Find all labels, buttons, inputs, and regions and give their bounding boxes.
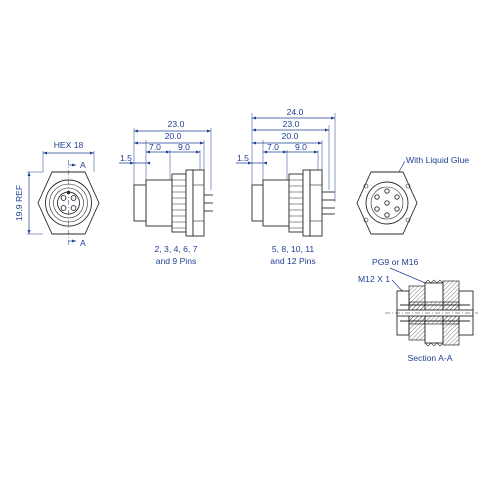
side2-dim-second: 23.0: [283, 119, 300, 129]
hex-size-label: HEX 18: [54, 140, 84, 150]
side-view-2: 24.0 23.0 20.0 7.0 9.0 1.5: [236, 107, 336, 266]
front-view: HEX 18 19.9 REF A A: [14, 140, 100, 248]
liquid-glue-note: With Liquid Glue: [406, 155, 469, 165]
section-mark-bottom: A: [80, 238, 86, 248]
section-mark-top: A: [80, 160, 86, 170]
side2-dim-overall: 24.0: [287, 107, 304, 117]
side2-dim-b: 9.0: [295, 142, 307, 152]
side2-caption-line2: and 12 Pins: [270, 256, 315, 266]
side1-dim-a: 7.0: [149, 142, 161, 152]
side1-caption-line2: and 9 Pins: [156, 256, 197, 266]
thread-label-m12: M12 X 1: [358, 274, 390, 284]
side1-caption-line1: 2, 3, 4, 6, 7: [155, 244, 198, 254]
side1-dim-b: 9.0: [178, 142, 190, 152]
side2-dim-c: 1.5: [237, 153, 249, 163]
side1-dim-body: 20.0: [165, 131, 182, 141]
side-view-1: 23.0 20.0 7.0 9.0 1.5 2,: [119, 119, 213, 266]
side1-dim-overall: 23.0: [168, 119, 185, 129]
side2-dim-body: 20.0: [282, 131, 299, 141]
side1-dim-c: 1.5: [120, 153, 132, 163]
rear-view: With Liquid Glue: [356, 155, 469, 235]
section-caption: Section A-A: [408, 353, 453, 363]
thread-label-pg9: PG9 or M16: [372, 257, 419, 267]
section-view: PG9 or M16 M12 X 1 Section A-A: [358, 257, 478, 363]
side2-dim-a: 7.0: [267, 142, 279, 152]
height-ref-label: 19.9 REF: [14, 185, 24, 221]
side2-caption-line1: 5, 8, 10, 11: [272, 244, 315, 254]
